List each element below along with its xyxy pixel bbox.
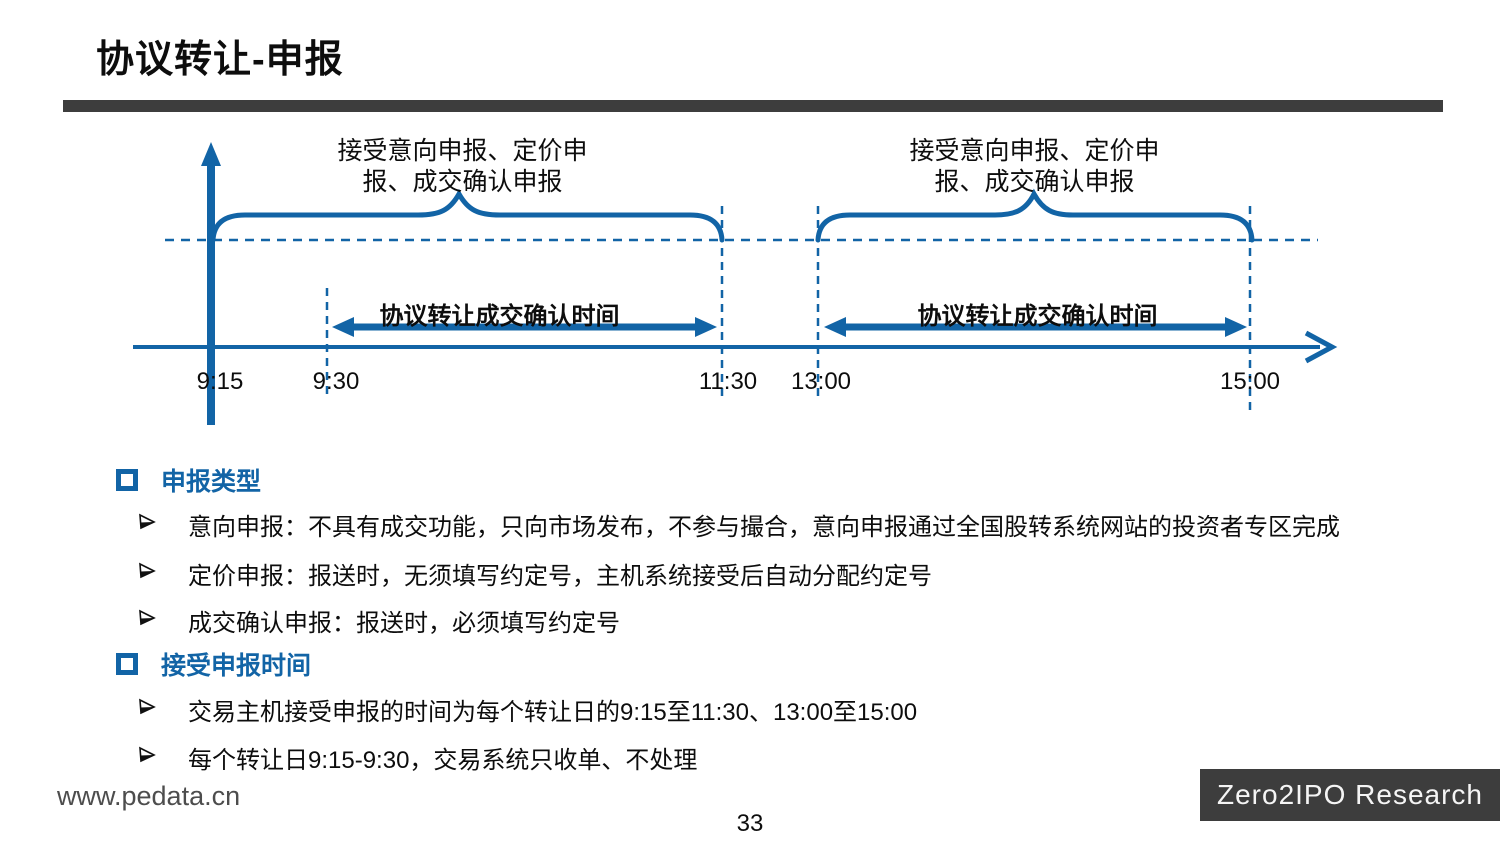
arrowhead-right-icon [139, 513, 156, 530]
section-heading-text: 申报类型 [161, 468, 262, 496]
brace-label-line: 报、成交确认申报 [362, 168, 563, 196]
arrow-left-icon [332, 317, 354, 337]
section-heading: 接受申报时间 [116, 646, 311, 682]
footer-website: www.pedata.cn [57, 781, 241, 811]
list-item-text: 每个转让日9:15-9:30，交易系统只收单、不处理 [188, 747, 698, 774]
tick-label: 9:15 [196, 368, 244, 395]
square-outline-icon [116, 653, 138, 675]
confirm-time-label-left: 协议转让成交确认时间 [379, 303, 620, 330]
arrowhead-right-icon [139, 562, 156, 579]
page-number: 33 [736, 810, 764, 837]
brand-box: Zero2IPO Research [1200, 769, 1500, 821]
timeline-diagram [133, 142, 1338, 425]
arrowhead-right-icon [139, 746, 156, 763]
list-item-text: 交易主机接受申报的时间为每个转让日的9:15至11:30、13:00至15:00 [188, 699, 918, 726]
list-item: 意向申报：不具有成交功能，只向市场发布，不参与撮合，意向申报通过全国股转系统网站… [138, 507, 1340, 542]
arrow-right-icon [1304, 330, 1338, 364]
tick-label: 13:00 [790, 368, 852, 395]
brace-label-line: 接受意向申报、定价申 [909, 137, 1160, 165]
confirm-time-label-right: 协议转让成交确认时间 [917, 303, 1158, 330]
arrow-left-icon [824, 317, 846, 337]
brace-label-line: 报、成交确认申报 [934, 168, 1135, 196]
brand-text: Zero2IPO Research [1217, 779, 1483, 810]
section-heading-text: 接受申报时间 [161, 652, 312, 680]
list-item: 成交确认申报：报送时，必须填写约定号 [138, 603, 620, 638]
list-item: 交易主机接受申报的时间为每个转让日的9:15至11:30、13:00至15:00 [138, 692, 917, 727]
page-title: 协议转让-申报 [96, 39, 344, 81]
brace-label-line: 接受意向申报、定价申 [337, 137, 588, 165]
list-item-text: 成交确认申报：报送时，必须填写约定号 [188, 610, 620, 637]
brace-right [815, 188, 1255, 243]
arrow-right-icon [1225, 317, 1247, 337]
square-outline-icon [116, 469, 138, 491]
list-item: 定价申报：报送时，无须填写约定号，主机系统接受后自动分配约定号 [138, 556, 932, 591]
arrow-up-icon [201, 142, 221, 166]
section-heading: 申报类型 [116, 462, 261, 498]
arrow-right-icon [695, 317, 717, 337]
arrowhead-right-icon [139, 698, 156, 715]
list-item: 每个转让日9:15-9:30，交易系统只收单、不处理 [138, 740, 697, 775]
tick-label: 15:00 [1219, 368, 1281, 395]
brace-left [210, 188, 725, 243]
tick-label: 11:30 [698, 368, 758, 395]
list-item-text: 定价申报：报送时，无须填写约定号，主机系统接受后自动分配约定号 [188, 563, 932, 590]
brace-label-right: 接受意向申报、定价申 报、成交确认申报 [882, 136, 1187, 198]
tick-label: 9:30 [312, 368, 360, 395]
list-item-text: 意向申报：不具有成交功能，只向市场发布，不参与撮合，意向申报通过全国股转系统网站… [188, 514, 1340, 541]
title-divider-bar [63, 100, 1443, 112]
brace-label-left: 接受意向申报、定价申 报、成交确认申报 [310, 136, 615, 198]
arrowhead-right-icon [139, 609, 156, 626]
